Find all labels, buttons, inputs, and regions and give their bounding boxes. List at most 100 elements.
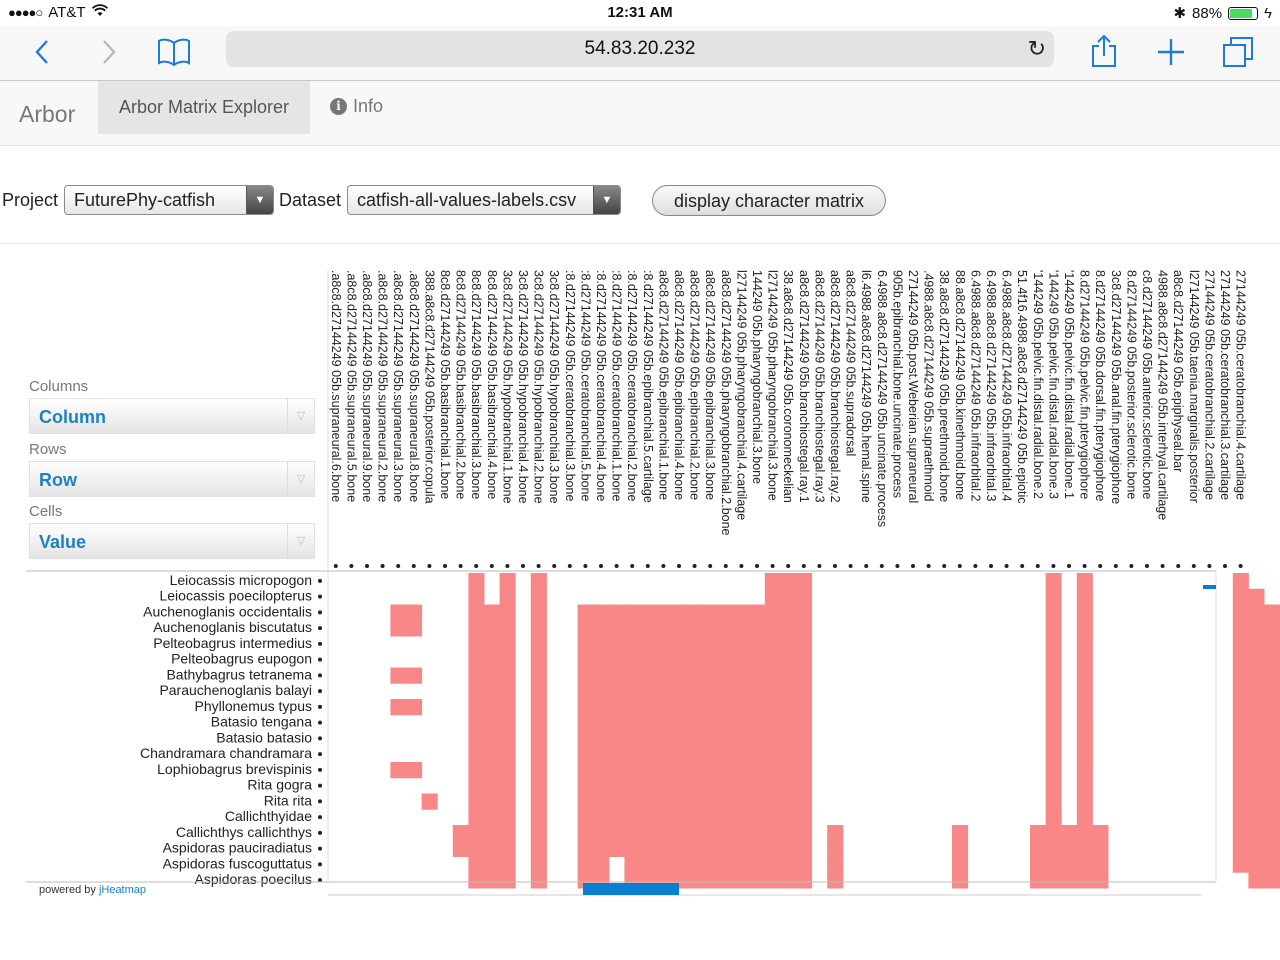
heatmap-cell[interactable]: [702, 636, 719, 653]
heatmap-cell[interactable]: [499, 683, 516, 700]
heatmap-cell[interactable]: [749, 620, 766, 637]
heatmap-cell[interactable]: [530, 699, 547, 716]
heatmap-cell[interactable]: [671, 636, 688, 653]
heatmap-cell[interactable]: [499, 651, 516, 668]
heatmap-cell[interactable]: [749, 872, 766, 889]
heatmap-cell[interactable]: [952, 825, 969, 842]
back-icon[interactable]: [20, 32, 64, 76]
heatmap-cell[interactable]: [390, 604, 407, 621]
column-label[interactable]: '144249 05b.pelvic.fin.distal.radial.bon…: [1031, 270, 1045, 499]
heatmap-cell[interactable]: [655, 651, 672, 668]
column-label[interactable]: l27144249 05b.pharyngobranchial.4.cartil…: [734, 270, 748, 520]
heatmap-cell[interactable]: [1232, 620, 1249, 637]
jheatmap-link[interactable]: jHeatmap: [98, 884, 147, 896]
heatmap-cell[interactable]: [1248, 777, 1265, 794]
heatmap-cell[interactable]: [484, 730, 501, 747]
heatmap-cell[interactable]: [499, 604, 516, 621]
heatmap-cell[interactable]: [1045, 840, 1062, 857]
heatmap-cell[interactable]: [655, 793, 672, 810]
rows-select[interactable]: Row ▽: [29, 461, 315, 497]
heatmap-cell[interactable]: [702, 667, 719, 684]
heatmap-cell[interactable]: [624, 825, 641, 842]
heatmap-cell[interactable]: [780, 588, 797, 605]
heatmap-cell[interactable]: [530, 872, 547, 889]
heatmap-cell[interactable]: [1030, 856, 1047, 873]
heatmap-cell[interactable]: [406, 604, 423, 621]
column-label[interactable]: 3c8.d27144249 05b.hypobranchial.4.bone: [516, 270, 530, 504]
heatmap-cell[interactable]: [764, 840, 781, 857]
heatmap-cell[interactable]: [671, 683, 688, 700]
heatmap-cell[interactable]: [718, 651, 735, 668]
heatmap-cell[interactable]: [671, 809, 688, 826]
heatmap-cell[interactable]: [1248, 636, 1265, 653]
heatmap-cell[interactable]: [593, 604, 610, 621]
heatmap-cell[interactable]: [1076, 588, 1093, 605]
heatmap-cell[interactable]: [796, 825, 813, 842]
column-label[interactable]: 27144249 05b.ceratobranchial.4.cartilage: [1234, 270, 1248, 500]
column-label[interactable]: a8c8.d27144249 05b.branchiostegal.ray.1: [797, 270, 811, 503]
heatmap-cell[interactable]: [640, 840, 657, 857]
heatmap-cell[interactable]: [780, 825, 797, 842]
heatmap-cell[interactable]: [718, 699, 735, 716]
column-label[interactable]: '144249 05b.pelvic.fin.distal.radial.bon…: [1046, 270, 1060, 499]
heatmap-cell[interactable]: [624, 683, 641, 700]
heatmap-cell[interactable]: [796, 604, 813, 621]
heatmap-cell[interactable]: [1248, 730, 1265, 747]
heatmap-cell[interactable]: [593, 636, 610, 653]
heatmap-cell[interactable]: [484, 777, 501, 794]
heatmap-cell[interactable]: [468, 604, 485, 621]
heatmap-cell[interactable]: [764, 588, 781, 605]
heatmap-cell[interactable]: [671, 604, 688, 621]
heatmap-cell[interactable]: [749, 856, 766, 873]
heatmap-cell[interactable]: [1248, 809, 1265, 826]
column-label[interactable]: .a8c8.d27144249 05b.supraneural.8.bone: [407, 270, 421, 502]
heatmap-cell[interactable]: [1232, 762, 1249, 779]
column-label[interactable]: :8.d27144249 05b.ceratobranchial.1.bone: [610, 270, 624, 501]
heatmap-cell[interactable]: [702, 699, 719, 716]
heatmap-cell[interactable]: [780, 809, 797, 826]
heatmap-cell[interactable]: [530, 573, 547, 590]
heatmap-cell[interactable]: [749, 777, 766, 794]
heatmap-cell[interactable]: [686, 840, 703, 857]
heatmap-cell[interactable]: [530, 651, 547, 668]
row-label[interactable]: Callichthyidae: [225, 808, 312, 824]
heatmap-cell[interactable]: [406, 667, 423, 684]
heatmap-cell[interactable]: [764, 636, 781, 653]
heatmap-cell[interactable]: [1232, 667, 1249, 684]
heatmap-cell[interactable]: [702, 730, 719, 747]
heatmap-cell[interactable]: [530, 777, 547, 794]
heatmap-cell[interactable]: [796, 588, 813, 605]
row-label[interactable]: Auchenoglanis biscutatus: [153, 619, 312, 635]
heatmap-cell[interactable]: [608, 840, 625, 857]
column-label[interactable]: a8c8.d27144249 05b.epibranchial.3.bone: [703, 270, 717, 500]
heatmap-cell[interactable]: [796, 762, 813, 779]
heatmap-cell[interactable]: [484, 856, 501, 873]
heatmap-cell[interactable]: [468, 699, 485, 716]
heatmap-cell[interactable]: [718, 667, 735, 684]
heatmap-cell[interactable]: [686, 636, 703, 653]
row-label[interactable]: Auchenoglanis occidentalis: [143, 603, 312, 619]
heatmap-cell[interactable]: [390, 620, 407, 637]
heatmap-cell[interactable]: [640, 762, 657, 779]
heatmap-cell[interactable]: [686, 856, 703, 873]
column-label[interactable]: .a8c8.d27144249 05b.supraneural.5.bone: [344, 270, 358, 502]
heatmap-cell[interactable]: [1248, 746, 1265, 763]
heatmap-cell[interactable]: [671, 651, 688, 668]
column-label[interactable]: 3c8.d27144249 05b.anal.fin.pterygiophore: [1109, 270, 1123, 504]
column-label[interactable]: .a8c8.d27144249 05b.supraneural.6.bone: [329, 270, 343, 502]
heatmap-cell[interactable]: [1264, 840, 1280, 857]
heatmap-cell[interactable]: [686, 620, 703, 637]
row-label[interactable]: Chandramara chandramara: [140, 745, 312, 761]
heatmap-cell[interactable]: [468, 573, 485, 590]
heatmap-cell[interactable]: [577, 699, 594, 716]
heatmap-cell[interactable]: [655, 825, 672, 842]
row-label[interactable]: Phyllonemus typus: [194, 698, 312, 714]
heatmap-cell[interactable]: [593, 699, 610, 716]
heatmap-cell[interactable]: [796, 777, 813, 794]
heatmap-cell[interactable]: [577, 762, 594, 779]
heatmap-cell[interactable]: [686, 683, 703, 700]
heatmap-cell[interactable]: [671, 856, 688, 873]
heatmap-cell[interactable]: [468, 651, 485, 668]
heatmap-cell[interactable]: [780, 573, 797, 590]
heatmap-cell[interactable]: [1264, 825, 1280, 842]
